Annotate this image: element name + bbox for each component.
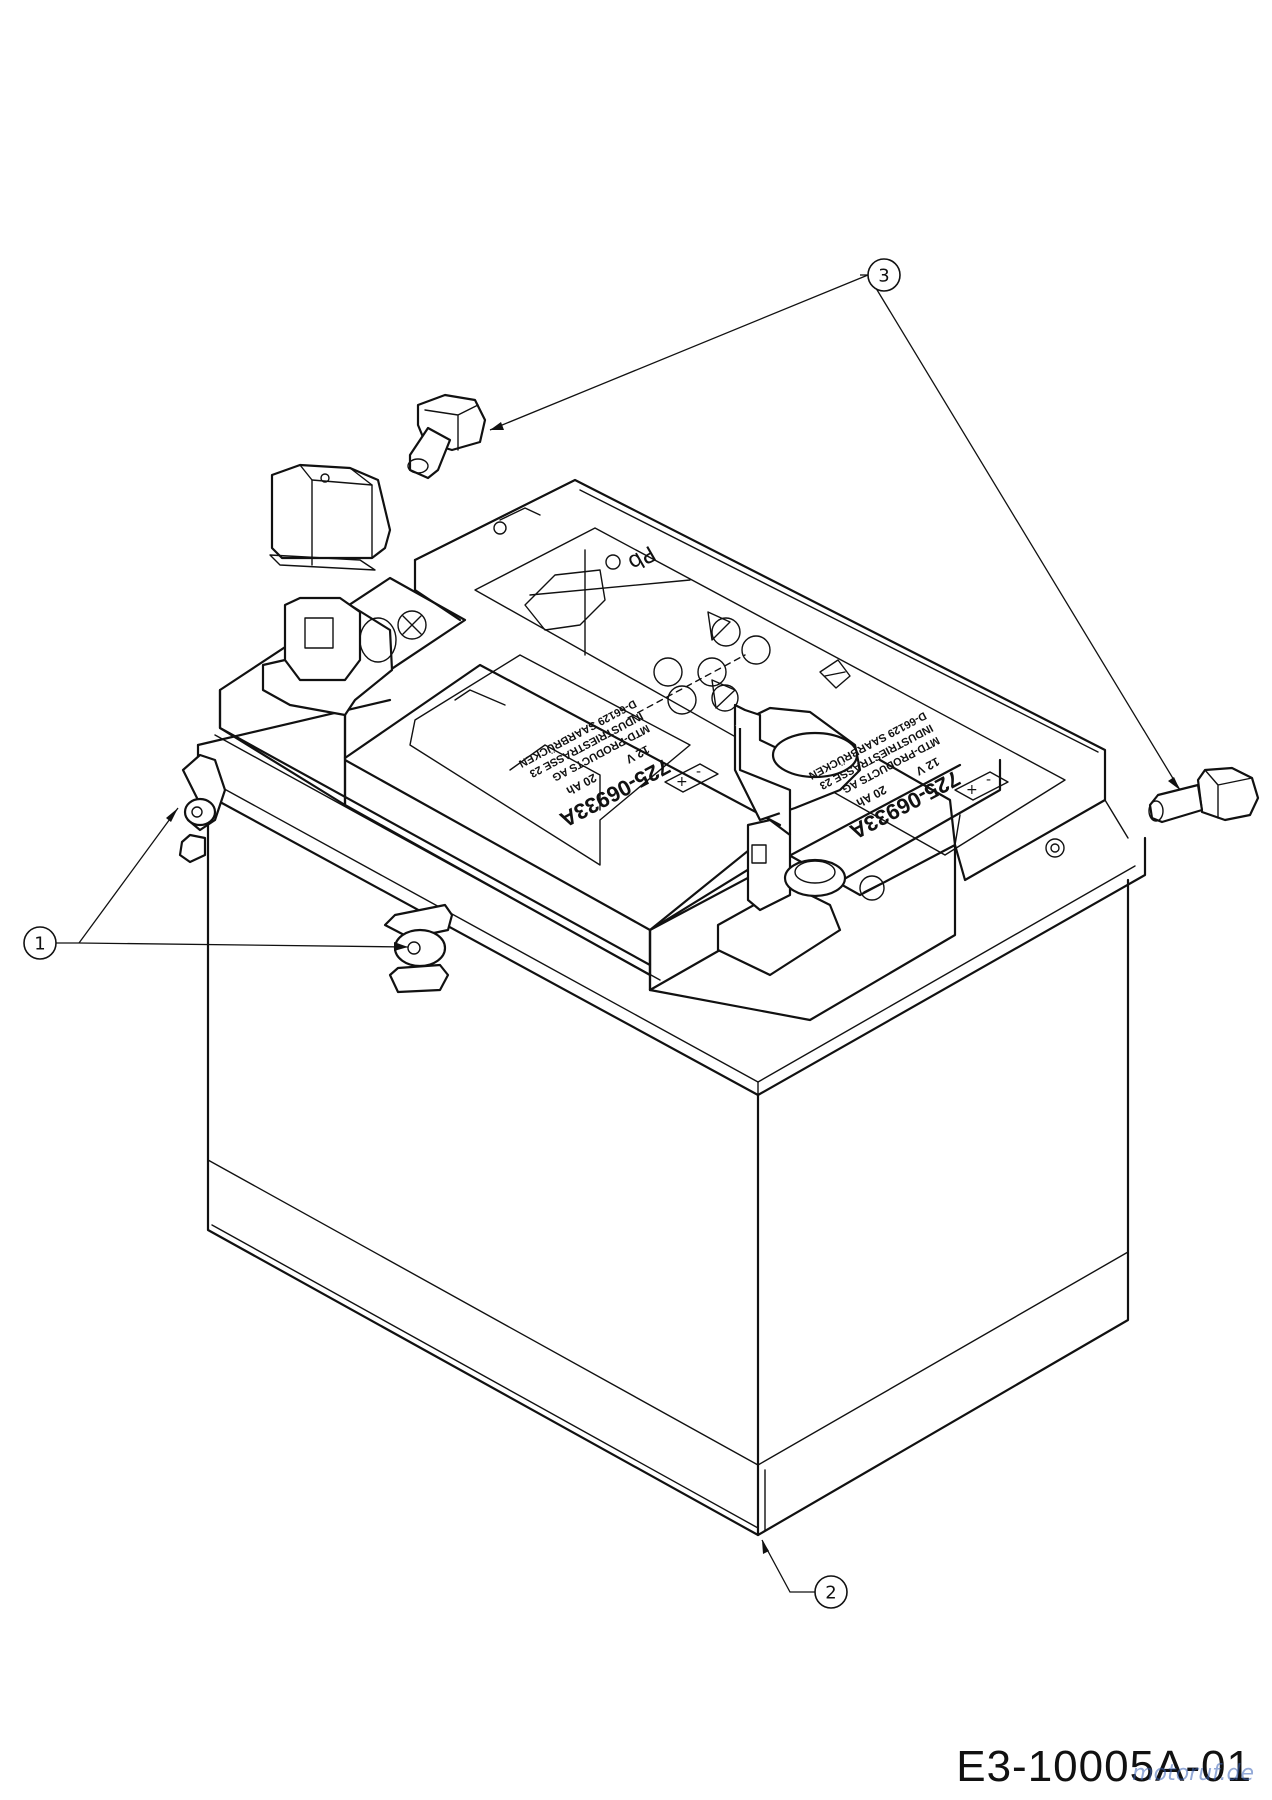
battery-label-text-front: 725-06933A 12 V 20 Ah MTD-PRODUCTS AG IN… — [517, 697, 675, 832]
minus-symbol-lid — [859, 875, 885, 901]
callout-3: 3 — [860, 258, 901, 292]
terminal-negative-front — [716, 818, 847, 977]
warning-symbols — [524, 549, 851, 715]
watermark: motoruf.de — [1132, 1761, 1254, 1786]
triangle-warning-icon — [711, 679, 736, 709]
circle-symbol-icon — [667, 685, 697, 715]
plus-symbol-lid — [397, 610, 427, 640]
callout-1: 1 — [23, 926, 79, 960]
circle-symbol-icon — [697, 657, 727, 687]
diagram-code: E3-10005A-01 — [956, 1742, 1252, 1791]
circle-symbol-icon — [711, 617, 741, 647]
bolt-top — [407, 393, 487, 480]
polarity-box-front: + - — [664, 763, 719, 793]
terminal-positive-rear — [733, 703, 862, 835]
bolt-right — [1148, 766, 1260, 824]
terminal-positive-left — [261, 596, 397, 717]
circle-symbol-icon — [653, 657, 683, 687]
terminal-cover — [269, 463, 392, 571]
circle-symbol-icon — [711, 684, 739, 712]
callout-3-leaders — [489, 274, 1181, 791]
triangle-warning-icon — [707, 611, 731, 641]
minus-label-rear: - — [986, 772, 991, 788]
recycle-icon — [819, 659, 851, 689]
plus-label-front: + — [676, 774, 688, 790]
pb-symbol: Pb — [623, 540, 659, 575]
callout-2-leaders — [761, 1539, 815, 1593]
wing-nut-lower — [383, 903, 454, 994]
polarity-box-rear: + - — [954, 771, 1009, 801]
wing-nut-upper — [178, 753, 227, 864]
plus-label-rear: + — [966, 782, 978, 798]
callout-3-label: 3 — [878, 266, 889, 287]
battery-case — [196, 688, 1147, 1537]
callout-2-label: 2 — [825, 1583, 836, 1604]
minus-label-front: - — [696, 764, 701, 780]
callout-2: 2 — [814, 1575, 848, 1609]
circle-symbol-icon — [741, 635, 771, 665]
battery-lid — [218, 478, 1129, 1022]
callout-1-label: 1 — [34, 934, 45, 955]
callout-1-leaders — [78, 807, 409, 951]
